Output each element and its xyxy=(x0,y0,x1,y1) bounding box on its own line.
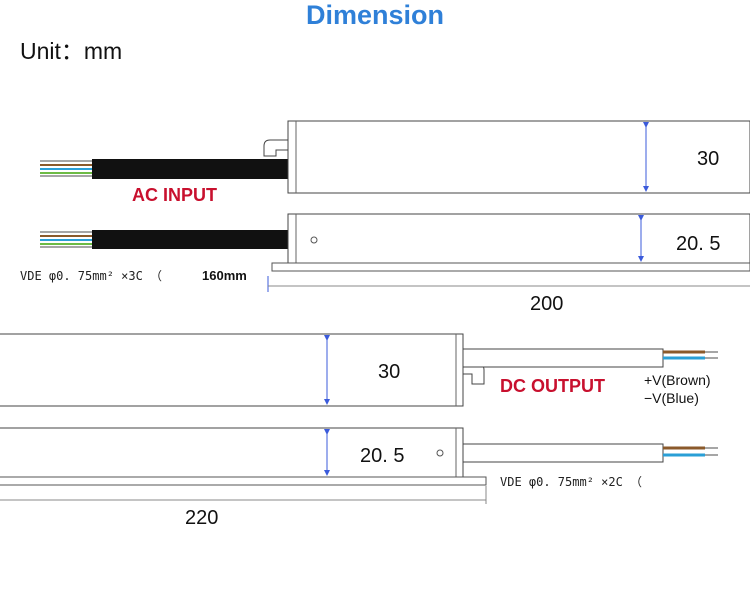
ac-side-cable xyxy=(92,230,288,249)
ac-height-value: 30 xyxy=(697,148,719,170)
ac-side-base-plate xyxy=(271,262,750,272)
dc-side-base-plate xyxy=(0,476,487,486)
ac-input-label: AC INPUT xyxy=(132,185,217,205)
ac-side-view: 20. 5 VDE φ0. 75mm² ×3C （ 160mm 200 xyxy=(20,213,750,315)
ac-cable-length: 160mm xyxy=(202,268,247,283)
dc-side-view: 20. 5 VDE φ0. 75mm² ×2C （ 220 xyxy=(0,427,718,529)
ac-length-value: 200 xyxy=(530,293,563,315)
negative-wire-label: −V(Blue) xyxy=(644,390,699,406)
page-title: Dimension xyxy=(305,0,445,30)
dc-cable-spec: VDE φ0. 75mm² ×2C （ xyxy=(500,475,642,489)
dc-side-cable xyxy=(462,443,664,463)
dc-side-housing xyxy=(0,427,464,478)
ac-side-screw-hole xyxy=(310,236,318,244)
ac-top-cable xyxy=(92,159,288,179)
positive-wire-label: +V(Brown) xyxy=(644,372,711,388)
dc-top-wires xyxy=(663,350,718,360)
ac-depth-value: 20. 5 xyxy=(676,233,720,255)
ac-top-housing xyxy=(287,120,750,194)
ac-side-wires xyxy=(40,231,92,248)
dc-height-value: 30 xyxy=(378,361,400,383)
dc-length-value: 220 xyxy=(185,507,218,529)
dc-top-view: 30 DC OUTPUT +V(Brown) −V(Blue) xyxy=(0,333,718,407)
dc-side-screw-hole xyxy=(436,449,444,457)
ac-top-ear xyxy=(263,139,288,157)
dc-output-label: DC OUTPUT xyxy=(500,376,605,396)
dc-depth-value: 20. 5 xyxy=(360,445,404,467)
unit-label: Unit：mm xyxy=(20,38,123,64)
ac-cable-spec: VDE φ0. 75mm² ×3C （ xyxy=(20,269,162,283)
ac-top-view: 30 AC INPUT xyxy=(40,120,750,205)
ac-top-wires xyxy=(40,160,92,177)
dc-top-housing xyxy=(0,333,464,407)
dc-top-cable xyxy=(462,348,664,368)
dc-side-wires xyxy=(663,446,718,457)
